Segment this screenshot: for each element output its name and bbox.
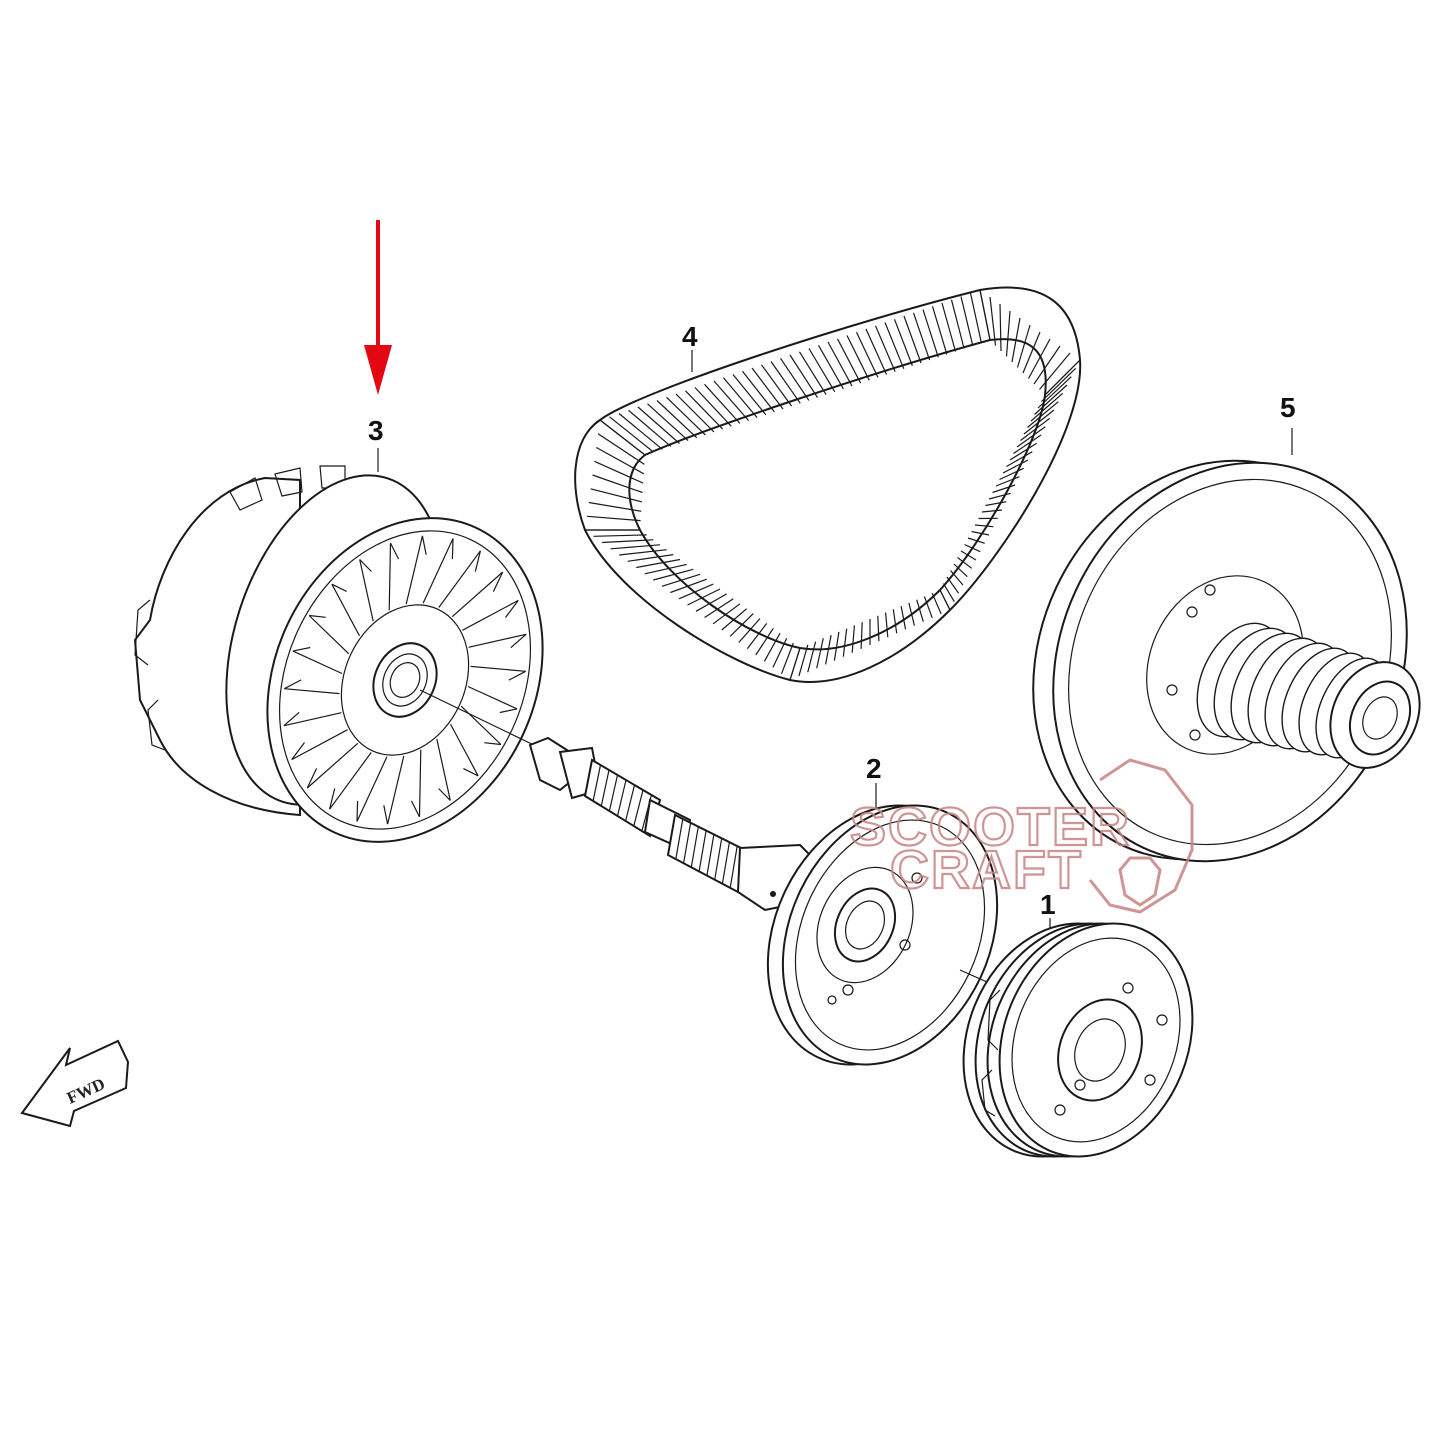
fwd-direction-arrow-icon: FWD	[20, 1039, 130, 1128]
red-indicator-arrow-icon	[364, 220, 392, 395]
clutch-drum-part	[766, 783, 1051, 1066]
drive-belt-part	[574, 286, 1082, 683]
centrifugal-clutch-part	[962, 918, 1194, 1158]
drive-clutch-part	[133, 448, 544, 843]
callout-5: 5	[1280, 392, 1296, 423]
callout-2: 2	[866, 753, 882, 784]
drive-shaft-part	[419, 689, 817, 912]
driven-clutch-part	[1032, 428, 1421, 863]
callout-4: 4	[682, 321, 698, 352]
watermark-line1: SCOOTER	[850, 797, 1131, 857]
scooter-craft-logo-icon: SCOOTER CRAFT	[849, 758, 1194, 914]
callout-3: 3	[368, 415, 384, 446]
callout-1: 1	[1040, 889, 1056, 920]
watermark-line2: CRAFT	[890, 840, 1083, 900]
